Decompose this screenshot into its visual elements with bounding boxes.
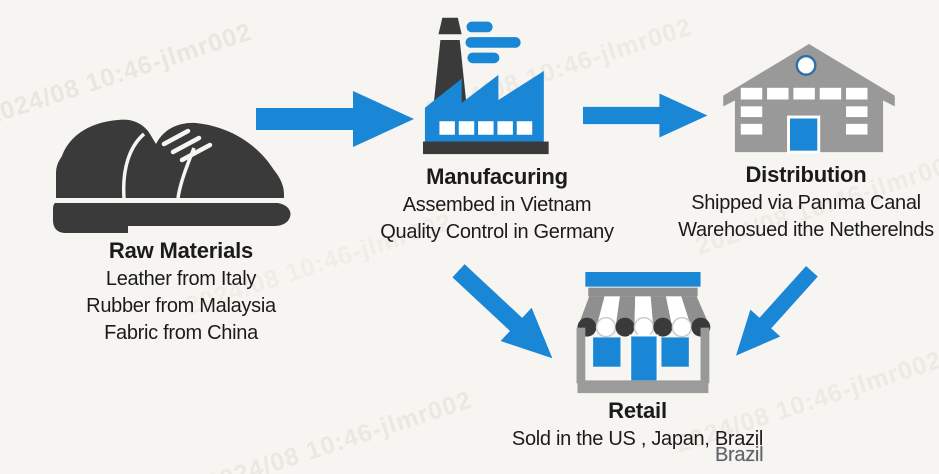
stage-distribution: Distribution Shipped via Panıma Canal Wa…: [672, 162, 939, 244]
stage-title: Distribution: [745, 162, 867, 187]
stage-detail: Fabric from China: [104, 322, 258, 344]
stage-detail: Assembed in Vietnam: [402, 194, 592, 216]
warehouse-icon: [720, 42, 898, 157]
stage-detail: Sold in the US , Japan, Brazil: [511, 428, 764, 450]
stage-detail: Warehosued ithe Netherelnds: [678, 219, 934, 241]
arrow-right-icon: [256, 89, 416, 149]
arrow-diagonal-icon: [716, 255, 830, 374]
stage-title: Raw Materials: [108, 238, 254, 263]
stage-manufacturing: Manufacuring Assembed in Vietnam Quality…: [372, 164, 622, 246]
stage-detail: Shipped via Panıma Canal: [691, 192, 921, 214]
stage-detail: Quality Control in Germany: [380, 221, 614, 243]
stage-raw-materials: Raw Materials Leather from Italy Rubber …: [45, 238, 317, 347]
stage-title: Retail: [608, 398, 667, 423]
arrow-diagonal-icon: [441, 252, 570, 377]
watermark-text: 2024/08 10:46-jlmr002: [202, 385, 476, 474]
stage-retail: Retail Sold in the US , Japan, Brazil Br…: [500, 398, 775, 466]
shoe-icon: [42, 100, 292, 235]
factory-icon: [418, 12, 573, 157]
arrow-right-icon: [583, 87, 709, 144]
stage-title: Manufacuring: [426, 164, 568, 189]
store-icon: [557, 271, 723, 398]
stage-detail: Rubber from Malaysia: [86, 295, 276, 317]
stage-detail: Leather from Italy: [105, 268, 257, 290]
ghost-duplicate-text: Brazil: [715, 444, 764, 466]
